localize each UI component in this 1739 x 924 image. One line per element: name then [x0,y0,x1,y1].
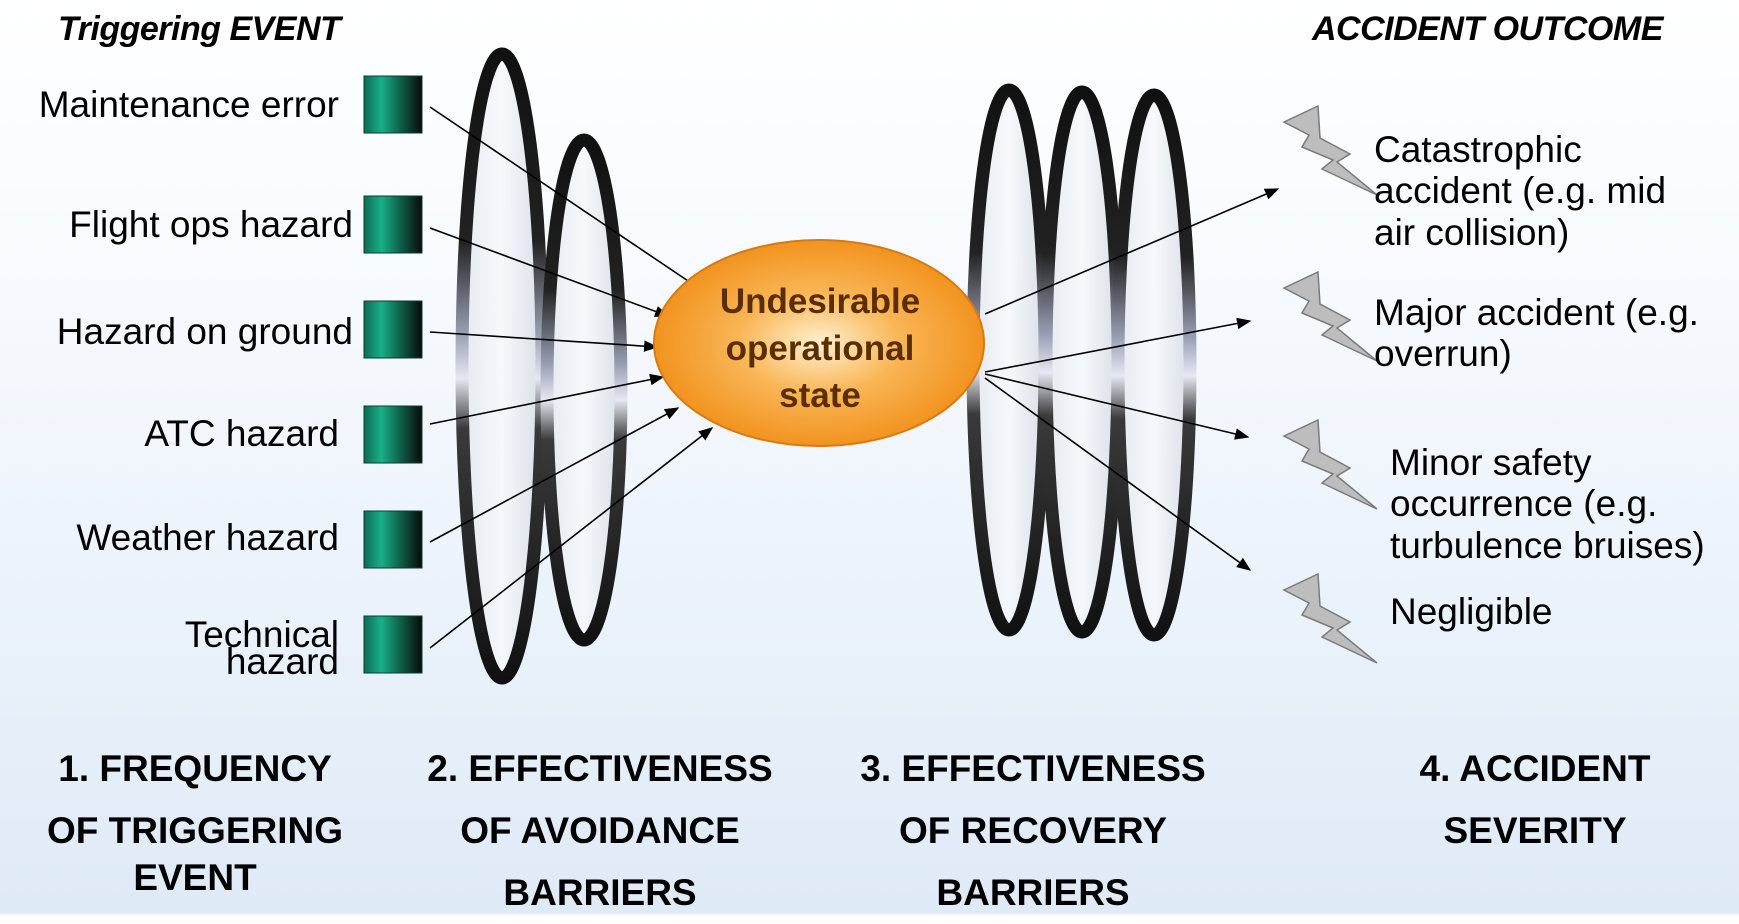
recovery-barrier-ring [1039,85,1125,639]
footer-line: BARRIERS [503,872,697,913]
outcome-minor: Minor safety occurrence (e.g. turbulence… [1390,442,1705,566]
trigger-box-icon [363,195,423,254]
trigger-box-icon [363,300,423,359]
outcome-line: occurrence (e.g. [1390,483,1658,525]
outcome-line: Major accident (e.g. [1374,292,1699,333]
center-line: state [779,376,861,415]
footer-line: 1. FREQUENCY [58,748,332,789]
outcome-major: Major accident (e.g. overrun) [1374,292,1699,375]
undesirable-state-ellipse [653,239,985,447]
center-line: operational [725,329,915,368]
avoidance-barrier-ring [540,133,628,647]
lightning-bolt-icon [1282,104,1378,196]
footer-line: 2. EFFECTIVENESS [427,748,773,789]
outcome-arrows [984,188,1280,571]
footer-line: SEVERITY [1443,810,1627,851]
trigger-box-icon [363,75,423,134]
avoidance-barrier-ring [455,47,549,685]
outcome-line: overrun) [1374,333,1512,375]
footer-line: OF TRIGGERING [47,810,343,851]
outcome-line: turbulence bruises) [1390,524,1705,566]
footer-line: OF RECOVERY [899,810,1167,851]
outcome-line: Negligible [1390,591,1553,632]
footer-line: 4. ACCIDENT [1419,748,1651,789]
footer-line: 3. EFFECTIVENESS [860,748,1206,789]
accident-outcome-header: ACCIDENT OUTCOME [1312,10,1663,48]
trigger-box-icon [363,510,423,569]
lightning-bolt-icon [1282,572,1378,664]
triggering-event-header: Triggering EVENT [58,10,341,48]
trigger-label-atc: ATC hazard [144,413,339,454]
trigger-box-icon [363,615,423,674]
lightning-bolt-icon [1282,270,1378,362]
footer-recovery: 3. EFFECTIVENESS OF RECOVERY BARRIERS [838,738,1228,924]
trigger-label-flight-ops: Flight ops hazard [69,204,353,245]
trigger-label-technical: Technical hazard [184,614,339,682]
footer-line: EVENT [133,857,257,898]
trigger-arrows [429,106,714,649]
trigger-label-ground: Hazard on ground [56,311,353,352]
outcome-negligible: Negligible [1390,591,1553,632]
recovery-barrier-ring [1111,88,1197,642]
footer-severity: 4. ACCIDENT SEVERITY [1335,738,1735,862]
outcome-line: accident (e.g. mid [1374,170,1667,212]
outcome-line: Catastrophic [1374,129,1582,170]
footer-frequency: 1. FREQUENCY OF TRIGGERING EVENT [5,738,385,898]
footer-avoidance: 2. EFFECTIVENESS OF AVOIDANCE BARRIERS [405,738,795,924]
outcome-line: air collision) [1374,211,1570,253]
footer-line: OF AVOIDANCE [460,810,740,851]
trigger-label-weather: Weather hazard [76,517,339,558]
trigger-label-maintenance: Maintenance error [38,84,339,125]
trigger-box-icon [363,405,423,464]
undesirable-state-label: Undesirable operational state [650,278,990,419]
footer-line: BARRIERS [936,872,1130,913]
center-line: Undesirable [719,282,921,321]
outcome-line: Minor safety [1390,442,1592,483]
outcome-catastrophic: Catastrophic accident (e.g. mid air coll… [1374,129,1666,253]
lightning-bolt-icon [1282,418,1378,510]
